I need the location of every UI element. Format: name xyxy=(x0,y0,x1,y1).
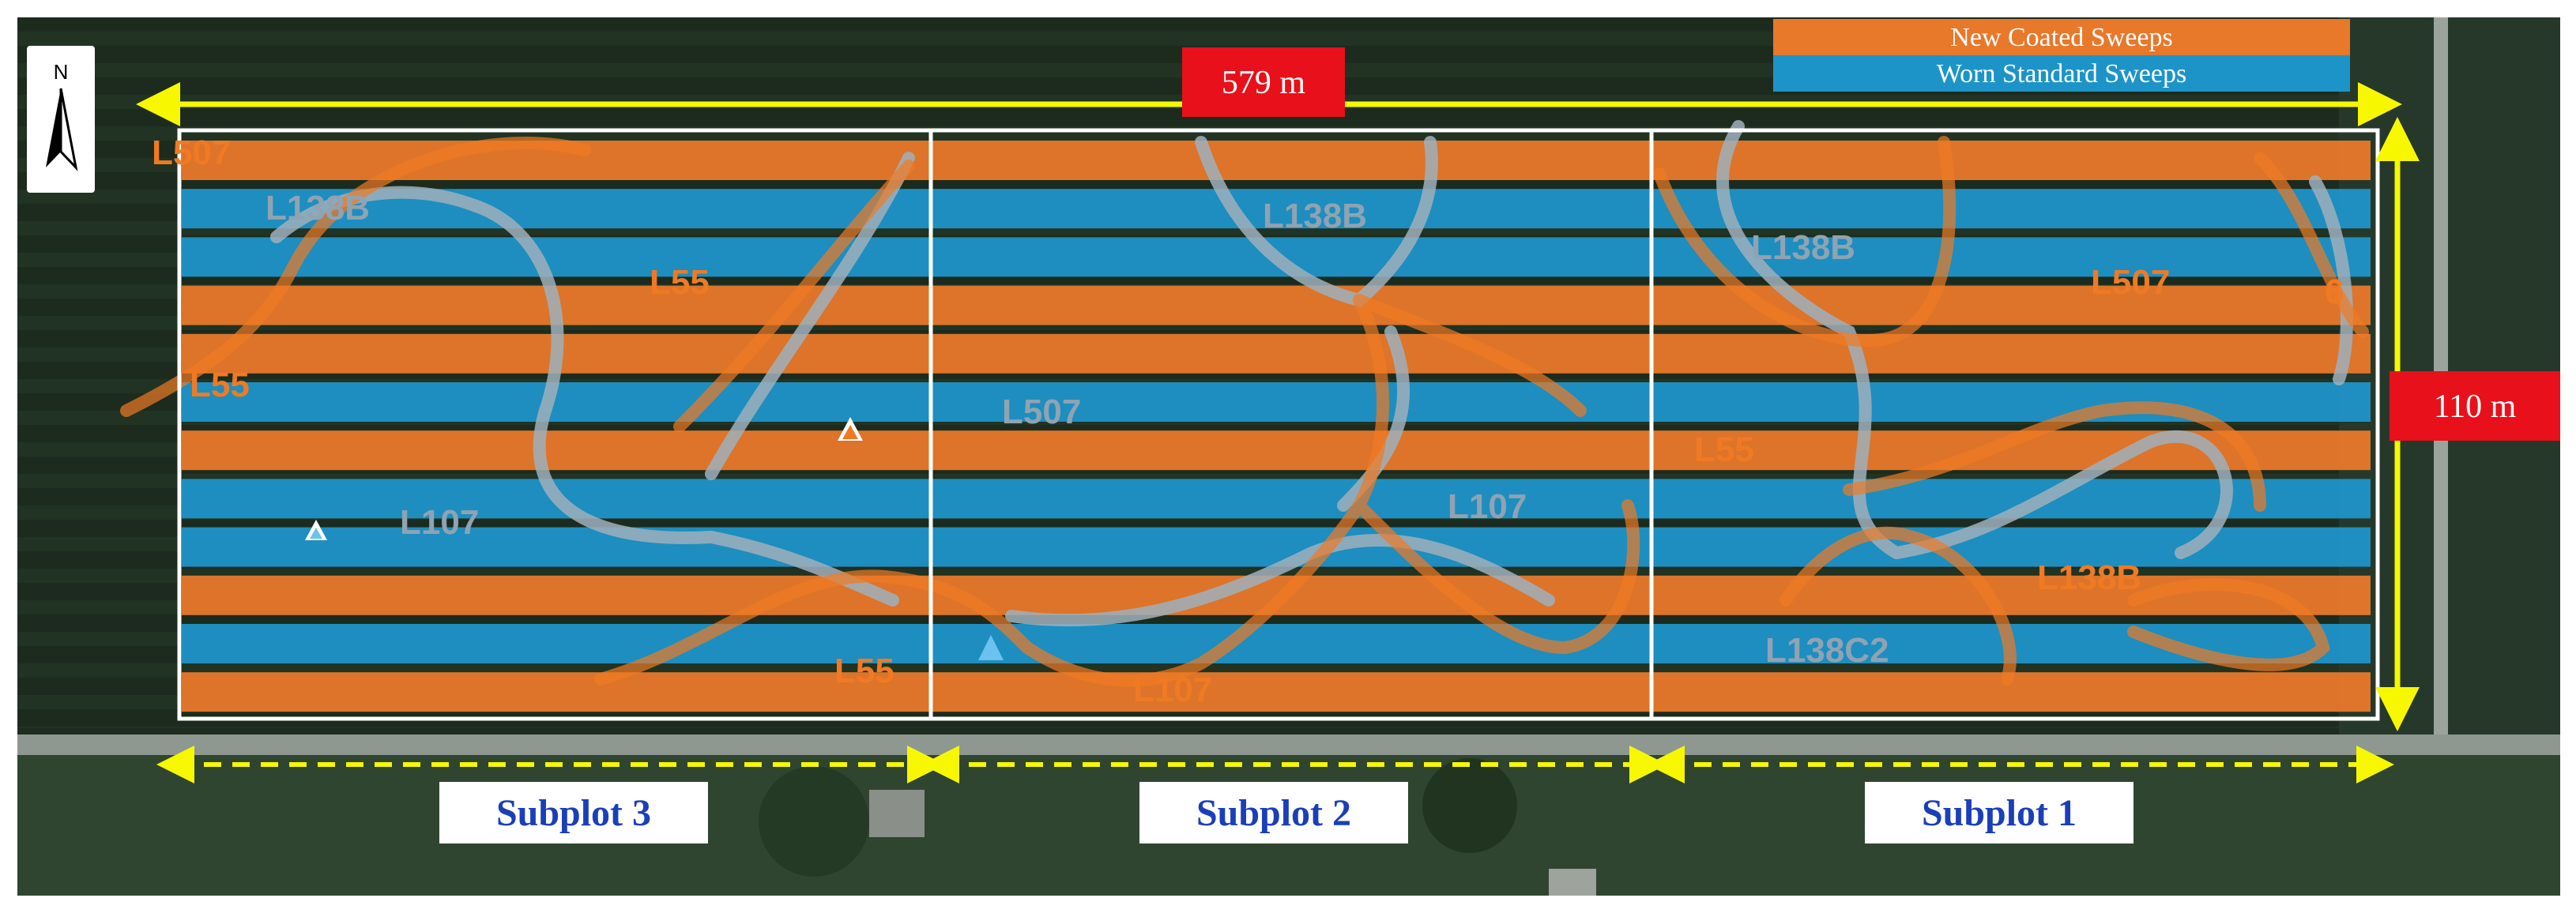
subplot-3-label: Subplot 3 xyxy=(496,792,651,834)
subplot-1-label: Subplot 1 xyxy=(1922,792,2077,834)
soil-label: L107 xyxy=(1133,671,1212,709)
soil-label: L138C2 xyxy=(1765,631,1889,670)
height-dimension: 110 m xyxy=(2375,117,2560,731)
road-horizontal xyxy=(17,735,2560,755)
strip-coated xyxy=(182,430,2371,471)
width-label: 579 m xyxy=(1222,65,1306,101)
sample-markers xyxy=(305,417,1004,660)
soil-label: L107 xyxy=(400,503,479,542)
soil-label: L507 xyxy=(1002,393,1081,431)
soil-label: L55 xyxy=(834,652,894,690)
strip-worn xyxy=(182,527,2371,567)
soil-label: L55 xyxy=(650,263,710,302)
soil-label: L138B xyxy=(1751,228,1855,267)
north-arrow: N xyxy=(27,46,95,193)
strip-coated xyxy=(182,333,2371,374)
strip-worn xyxy=(182,382,2371,422)
legend-swatch-coated xyxy=(1773,19,2350,55)
north-arrow-icon xyxy=(46,88,61,167)
legend-label-worn: Worn Standard Sweeps xyxy=(1937,59,2186,88)
subplot-2-label: Subplot 2 xyxy=(1196,792,1351,834)
marker-triangle-blue xyxy=(978,635,1004,660)
soil-label: 6 xyxy=(2325,272,2344,311)
legend: New Coated Sweeps Worn Standard Sweeps xyxy=(1773,19,2350,92)
height-label: 110 m xyxy=(2434,389,2517,425)
soil-label: L55 xyxy=(190,366,250,404)
subplot-1-box xyxy=(1865,782,2133,843)
height-badge xyxy=(2390,371,2560,441)
soil-label: L107 xyxy=(1448,487,1527,526)
road-vertical xyxy=(2434,17,2448,896)
legend-swatch-worn xyxy=(1773,55,2350,92)
strip-worn xyxy=(182,624,2371,663)
soil-label: L138B xyxy=(1263,197,1367,235)
soil-label: L55 xyxy=(1694,430,1754,469)
legend-label-coated: New Coated Sweeps xyxy=(1950,23,2172,52)
strip-worn xyxy=(182,189,2371,229)
soil-boundaries-orange xyxy=(120,136,2369,687)
subplot-labels: Subplot 3 Subplot 2 Subplot 1 xyxy=(439,782,2133,843)
strip-coated xyxy=(182,285,2371,325)
soil-label: L507 xyxy=(2091,263,2170,302)
soil-label: L138B xyxy=(266,189,370,227)
subplot-3-box xyxy=(439,782,708,843)
soil-labels: L507L138BL55L55L107L55L138BL507L107L107L… xyxy=(152,133,2344,709)
width-dimension: 579 m xyxy=(136,47,2402,126)
soil-label: L507 xyxy=(152,133,231,172)
north-label: N xyxy=(54,60,69,84)
width-badge xyxy=(1182,47,1345,117)
strip-coated xyxy=(182,672,2371,712)
subplot-2-box xyxy=(1139,782,1408,843)
soil-label: L138B xyxy=(2037,558,2141,597)
